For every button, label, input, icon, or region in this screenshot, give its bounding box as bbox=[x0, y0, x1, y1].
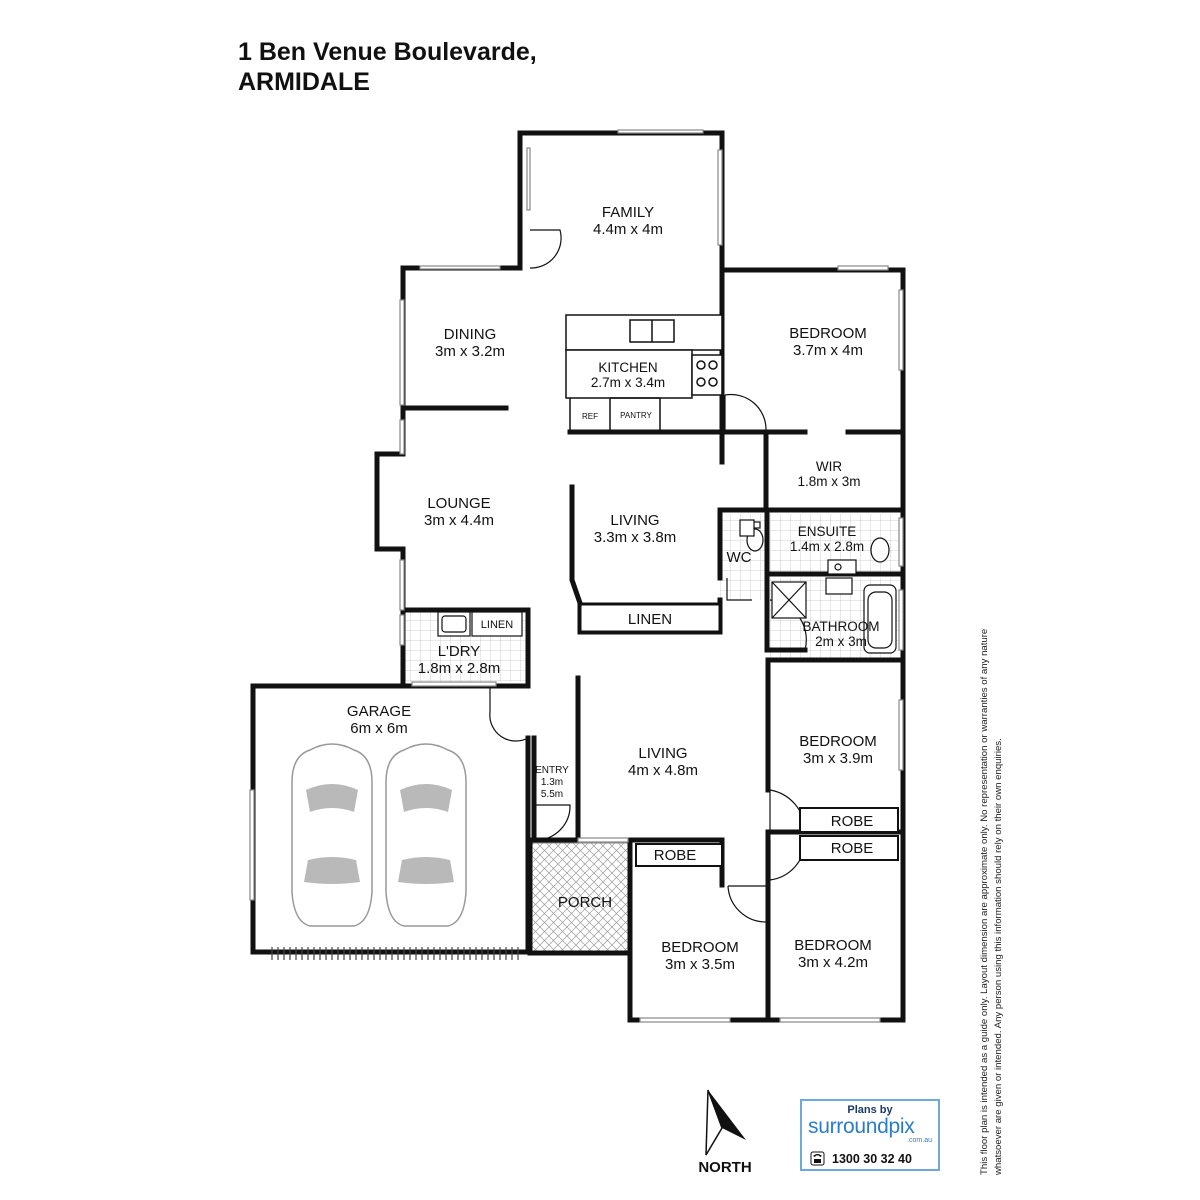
bathroom-vanity bbox=[825, 577, 853, 595]
car-left bbox=[291, 743, 373, 927]
room-size-living-1: 3.3m x 3.8m bbox=[594, 529, 677, 546]
room-size-bedroom-3: 3m x 3.5m bbox=[665, 956, 735, 973]
north-label: NORTH bbox=[698, 1159, 751, 1176]
porch-area bbox=[531, 842, 630, 954]
disclaimer-line-1: This floor plan is intended as a guide o… bbox=[979, 628, 990, 1175]
logo-domain: .com.au bbox=[907, 1137, 932, 1144]
robe-bedroom-3 bbox=[635, 843, 723, 867]
address-line-1: 1 Ben Venue Boulevarde, bbox=[238, 38, 537, 66]
logo-plans-by: Plans by bbox=[847, 1104, 893, 1116]
room-name-ensuite: ENSUITE bbox=[798, 524, 857, 539]
garage-roller-door bbox=[271, 947, 519, 960]
room-name-bedroom-2: BEDROOM bbox=[799, 733, 877, 750]
label-robe-1: ROBE bbox=[831, 813, 874, 830]
label-pantry: PANTRY bbox=[620, 411, 652, 420]
room-name-entry: ENTRY bbox=[535, 765, 569, 776]
laundry-linen-cupboard bbox=[471, 611, 523, 637]
room-name-family: FAMILY bbox=[602, 204, 654, 221]
room-name-living-1: LIVING bbox=[610, 512, 659, 529]
room-name-bedroom-1: BEDROOM bbox=[789, 325, 867, 342]
logo-phone: 1300 30 32 40 bbox=[832, 1152, 912, 1166]
room-name-lounge: LOUNGE bbox=[427, 495, 490, 512]
room-size-bathroom: 2m x 3m bbox=[815, 634, 867, 649]
telephone-icon bbox=[810, 1151, 825, 1166]
room-size-living-2: 4m x 4.8m bbox=[628, 762, 698, 779]
room-size-garage: 6m x 6m bbox=[350, 720, 408, 737]
room-name-kitchen: KITCHEN bbox=[598, 360, 657, 375]
label-linen-laundry: LINEN bbox=[481, 619, 513, 631]
room-name-bedroom-4: BEDROOM bbox=[794, 937, 872, 954]
room-size-kitchen: 2.7m x 3.4m bbox=[591, 375, 665, 390]
label-robe-3: ROBE bbox=[654, 847, 697, 864]
label-porch: PORCH bbox=[558, 894, 612, 911]
room-size-bedroom-2: 3m x 3.9m bbox=[803, 750, 873, 767]
room-name-living-2: LIVING bbox=[638, 745, 687, 762]
car-right bbox=[385, 743, 467, 927]
label-ref: REF bbox=[582, 412, 598, 421]
room-size-dining: 3m x 3.2m bbox=[435, 343, 505, 360]
ensuite-toilet bbox=[870, 537, 890, 563]
disclaimer: This floor plan is intended as a guide o… bbox=[978, 565, 1005, 1175]
disclaimer-line-2: whatsoever are given or intended. Any pe… bbox=[992, 738, 1004, 1175]
robe-bedroom-2 bbox=[799, 807, 899, 833]
room-name-wir: WIR bbox=[816, 459, 842, 474]
kitchen-fixtures bbox=[565, 314, 723, 432]
north-arrow-icon bbox=[705, 1089, 746, 1156]
room-name-bedroom-3: BEDROOM bbox=[661, 939, 739, 956]
robe-bedroom-4 bbox=[799, 835, 899, 861]
room-size-bedroom-1: 3.7m x 4m bbox=[793, 342, 863, 359]
room-size-entry-2: 5.5m bbox=[541, 789, 563, 800]
room-size-wir: 1.8m x 3m bbox=[797, 474, 860, 489]
address-line-2: ARMIDALE bbox=[238, 68, 370, 96]
room-size-ensuite: 1.4m x 2.8m bbox=[790, 539, 864, 554]
surroundpix-logo: Plans by surroundpix .com.au 1300 30 32 … bbox=[800, 1099, 940, 1171]
room-size-family: 4.4m x 4m bbox=[593, 221, 663, 238]
label-wc: WC bbox=[727, 549, 752, 566]
room-name-laundry: L'DRY bbox=[438, 643, 481, 660]
hall-linen-cupboard bbox=[578, 602, 722, 634]
room-size-lounge: 3m x 4.4m bbox=[424, 512, 494, 529]
windows bbox=[249, 129, 904, 1023]
bathroom-fixtures bbox=[437, 519, 897, 654]
room-name-dining: DINING bbox=[444, 326, 497, 343]
room-size-bedroom-4: 3m x 4.2m bbox=[798, 954, 868, 971]
label-linen-hall: LINEN bbox=[628, 611, 672, 628]
room-size-laundry: 1.8m x 2.8m bbox=[418, 660, 501, 677]
room-name-garage: GARAGE bbox=[347, 703, 411, 720]
room-name-bathroom: BATHROOM bbox=[803, 619, 880, 634]
room-size-entry-1: 1.3m bbox=[541, 777, 563, 788]
logo-brand: surroundpix bbox=[808, 1115, 915, 1138]
cooktop bbox=[691, 354, 723, 396]
label-robe-2: ROBE bbox=[831, 840, 874, 857]
